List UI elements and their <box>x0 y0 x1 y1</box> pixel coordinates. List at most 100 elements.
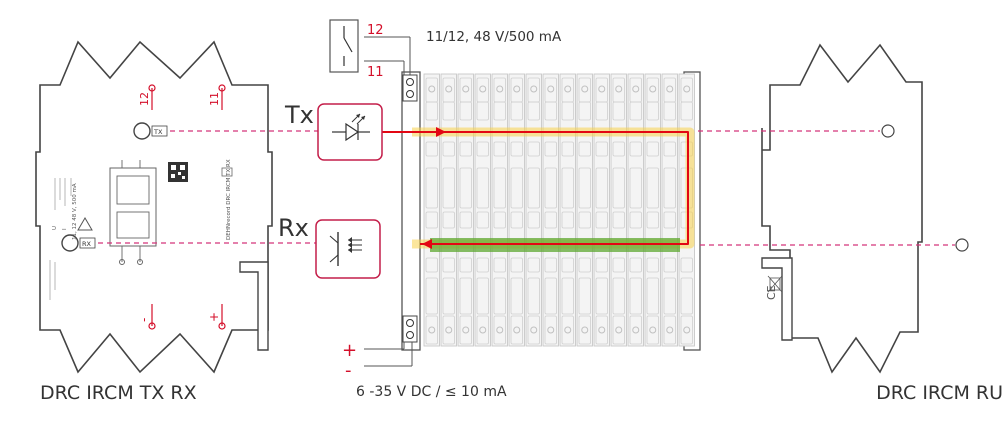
supply-rating: 6 -35 V DC / ≤ 10 mA <box>356 384 507 400</box>
module-slot <box>612 315 625 345</box>
module-slot <box>544 315 557 345</box>
warning-icon <box>77 217 93 231</box>
module-slot <box>561 141 574 157</box>
rx-beam <box>98 242 955 246</box>
module-slot <box>459 141 472 157</box>
module-slot <box>425 277 438 315</box>
module-screw <box>547 326 555 334</box>
module-screw <box>479 326 487 334</box>
module-slot <box>646 101 659 121</box>
module-screw <box>496 85 504 93</box>
left-terminal-plus-label: + <box>207 312 221 322</box>
left-terminal-12 <box>148 84 156 110</box>
module-slot <box>629 141 642 157</box>
module-slot <box>510 211 523 229</box>
left-terminal-11 <box>218 84 226 110</box>
module-slot <box>578 211 591 229</box>
tx-label: Tx <box>284 101 314 129</box>
module-slot <box>510 257 523 273</box>
module-slot <box>493 277 506 315</box>
signal-path <box>382 127 695 252</box>
module-screw <box>530 85 538 93</box>
module-slot <box>544 211 557 229</box>
module-slot <box>527 277 540 315</box>
module-slot <box>561 167 574 209</box>
module-slot <box>544 257 557 273</box>
module-slot <box>612 141 625 157</box>
module-slot <box>578 315 591 345</box>
module-screw <box>632 85 640 93</box>
terminal-modules <box>423 73 695 347</box>
module-slot <box>442 211 455 229</box>
module-slot <box>493 141 506 157</box>
module-slot <box>544 277 557 315</box>
module-screw <box>615 326 623 334</box>
module-slot <box>476 141 489 157</box>
module-slot <box>629 211 642 229</box>
module-slot <box>459 257 472 273</box>
module-slot <box>595 211 608 229</box>
module-slot <box>595 167 608 209</box>
module-slot <box>680 101 693 121</box>
module-slot <box>646 277 659 315</box>
module-slot <box>612 101 625 121</box>
module-screw <box>632 326 640 334</box>
module-slot <box>476 277 489 315</box>
svg-text:CE: CE <box>765 285 778 300</box>
module-slot <box>544 101 557 121</box>
module-slot <box>493 211 506 229</box>
module-slot <box>646 167 659 209</box>
din-rail-stack <box>401 71 701 351</box>
module-screw <box>547 85 555 93</box>
module-slot <box>595 141 608 157</box>
module-slot <box>510 277 523 315</box>
module-slot <box>425 101 438 121</box>
module-slot <box>646 257 659 273</box>
module-screw <box>462 85 470 93</box>
module-screw <box>445 326 453 334</box>
module-slot <box>425 167 438 209</box>
tx-port-label: TX <box>153 128 163 136</box>
module-screw <box>581 85 589 93</box>
module-screw <box>581 326 589 334</box>
right-rx-port <box>955 238 969 252</box>
module-screw <box>445 85 453 93</box>
module-slot <box>544 167 557 209</box>
module-screw <box>428 85 436 93</box>
module-slot <box>527 167 540 209</box>
module-screw <box>683 326 691 334</box>
supply-wiring <box>364 315 418 367</box>
module-screw <box>428 326 436 334</box>
module-screw <box>649 85 657 93</box>
supply-plus-label: + <box>342 340 357 361</box>
module-slot <box>442 257 455 273</box>
module-slot <box>442 277 455 315</box>
module-slot <box>646 211 659 229</box>
rx-arrow-icon <box>422 239 432 249</box>
module-slot <box>425 257 438 273</box>
rx-phototransistor-box <box>315 219 381 279</box>
left-terminal-11-label: 11 <box>208 92 221 106</box>
qr-code <box>168 162 188 182</box>
module-slot <box>595 315 608 345</box>
module-slot <box>612 277 625 315</box>
module-screw <box>598 326 606 334</box>
contact-rating: 11/12, 48 V/500 mA <box>426 29 562 45</box>
rx-port-label: RX <box>82 240 92 248</box>
module-screw <box>564 85 572 93</box>
module-screw <box>530 326 538 334</box>
module-slot <box>578 257 591 273</box>
right-device-name: DRC IRCM RU <box>876 382 1003 404</box>
module-slot <box>612 257 625 273</box>
module-slot <box>476 315 489 345</box>
right-device: CE <box>761 43 969 374</box>
module-slot <box>442 315 455 345</box>
contact-wiring <box>329 19 418 102</box>
module-slot <box>680 277 693 315</box>
module-screw <box>598 85 606 93</box>
module-slot <box>663 315 676 345</box>
right-tx-port <box>881 124 895 138</box>
module-slot <box>527 101 540 121</box>
